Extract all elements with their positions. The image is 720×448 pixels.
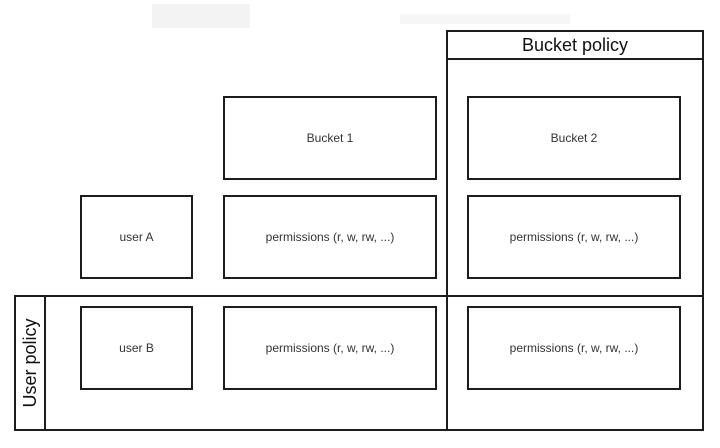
bucket-policy-label: Bucket policy xyxy=(521,34,629,55)
user-b-box: user B xyxy=(80,306,193,390)
permissions-user-a-bucket-2: permissions (r, w, rw, ...) xyxy=(467,195,681,279)
user-a-box: user A xyxy=(80,195,193,279)
permissions-user-a-bucket-1: permissions (r, w, rw, ...) xyxy=(223,195,437,279)
bucket-1-label: Bucket 1 xyxy=(306,131,354,145)
user-policy-label: User policy xyxy=(20,318,40,408)
user-a-label: user A xyxy=(119,230,154,244)
permissions-user-b-bucket-1: permissions (r, w, rw, ...) xyxy=(223,306,437,390)
user-b-label: user B xyxy=(119,341,154,355)
bucket-policy-header: Bucket policy xyxy=(446,30,704,60)
user-policy-tab xyxy=(14,295,46,431)
permissions-label: permissions (r, w, rw, ...) xyxy=(265,341,395,355)
permissions-label: permissions (r, w, rw, ...) xyxy=(509,341,639,355)
bucket-2-label: Bucket 2 xyxy=(550,131,598,145)
permissions-label: permissions (r, w, rw, ...) xyxy=(509,230,639,244)
bucket-2-box: Bucket 2 xyxy=(467,96,681,180)
permissions-label: permissions (r, w, rw, ...) xyxy=(265,230,395,244)
permissions-user-b-bucket-2: permissions (r, w, rw, ...) xyxy=(467,306,681,390)
scan-artifact xyxy=(400,14,570,24)
bucket-1-box: Bucket 1 xyxy=(223,96,437,180)
scan-artifact xyxy=(152,4,250,28)
